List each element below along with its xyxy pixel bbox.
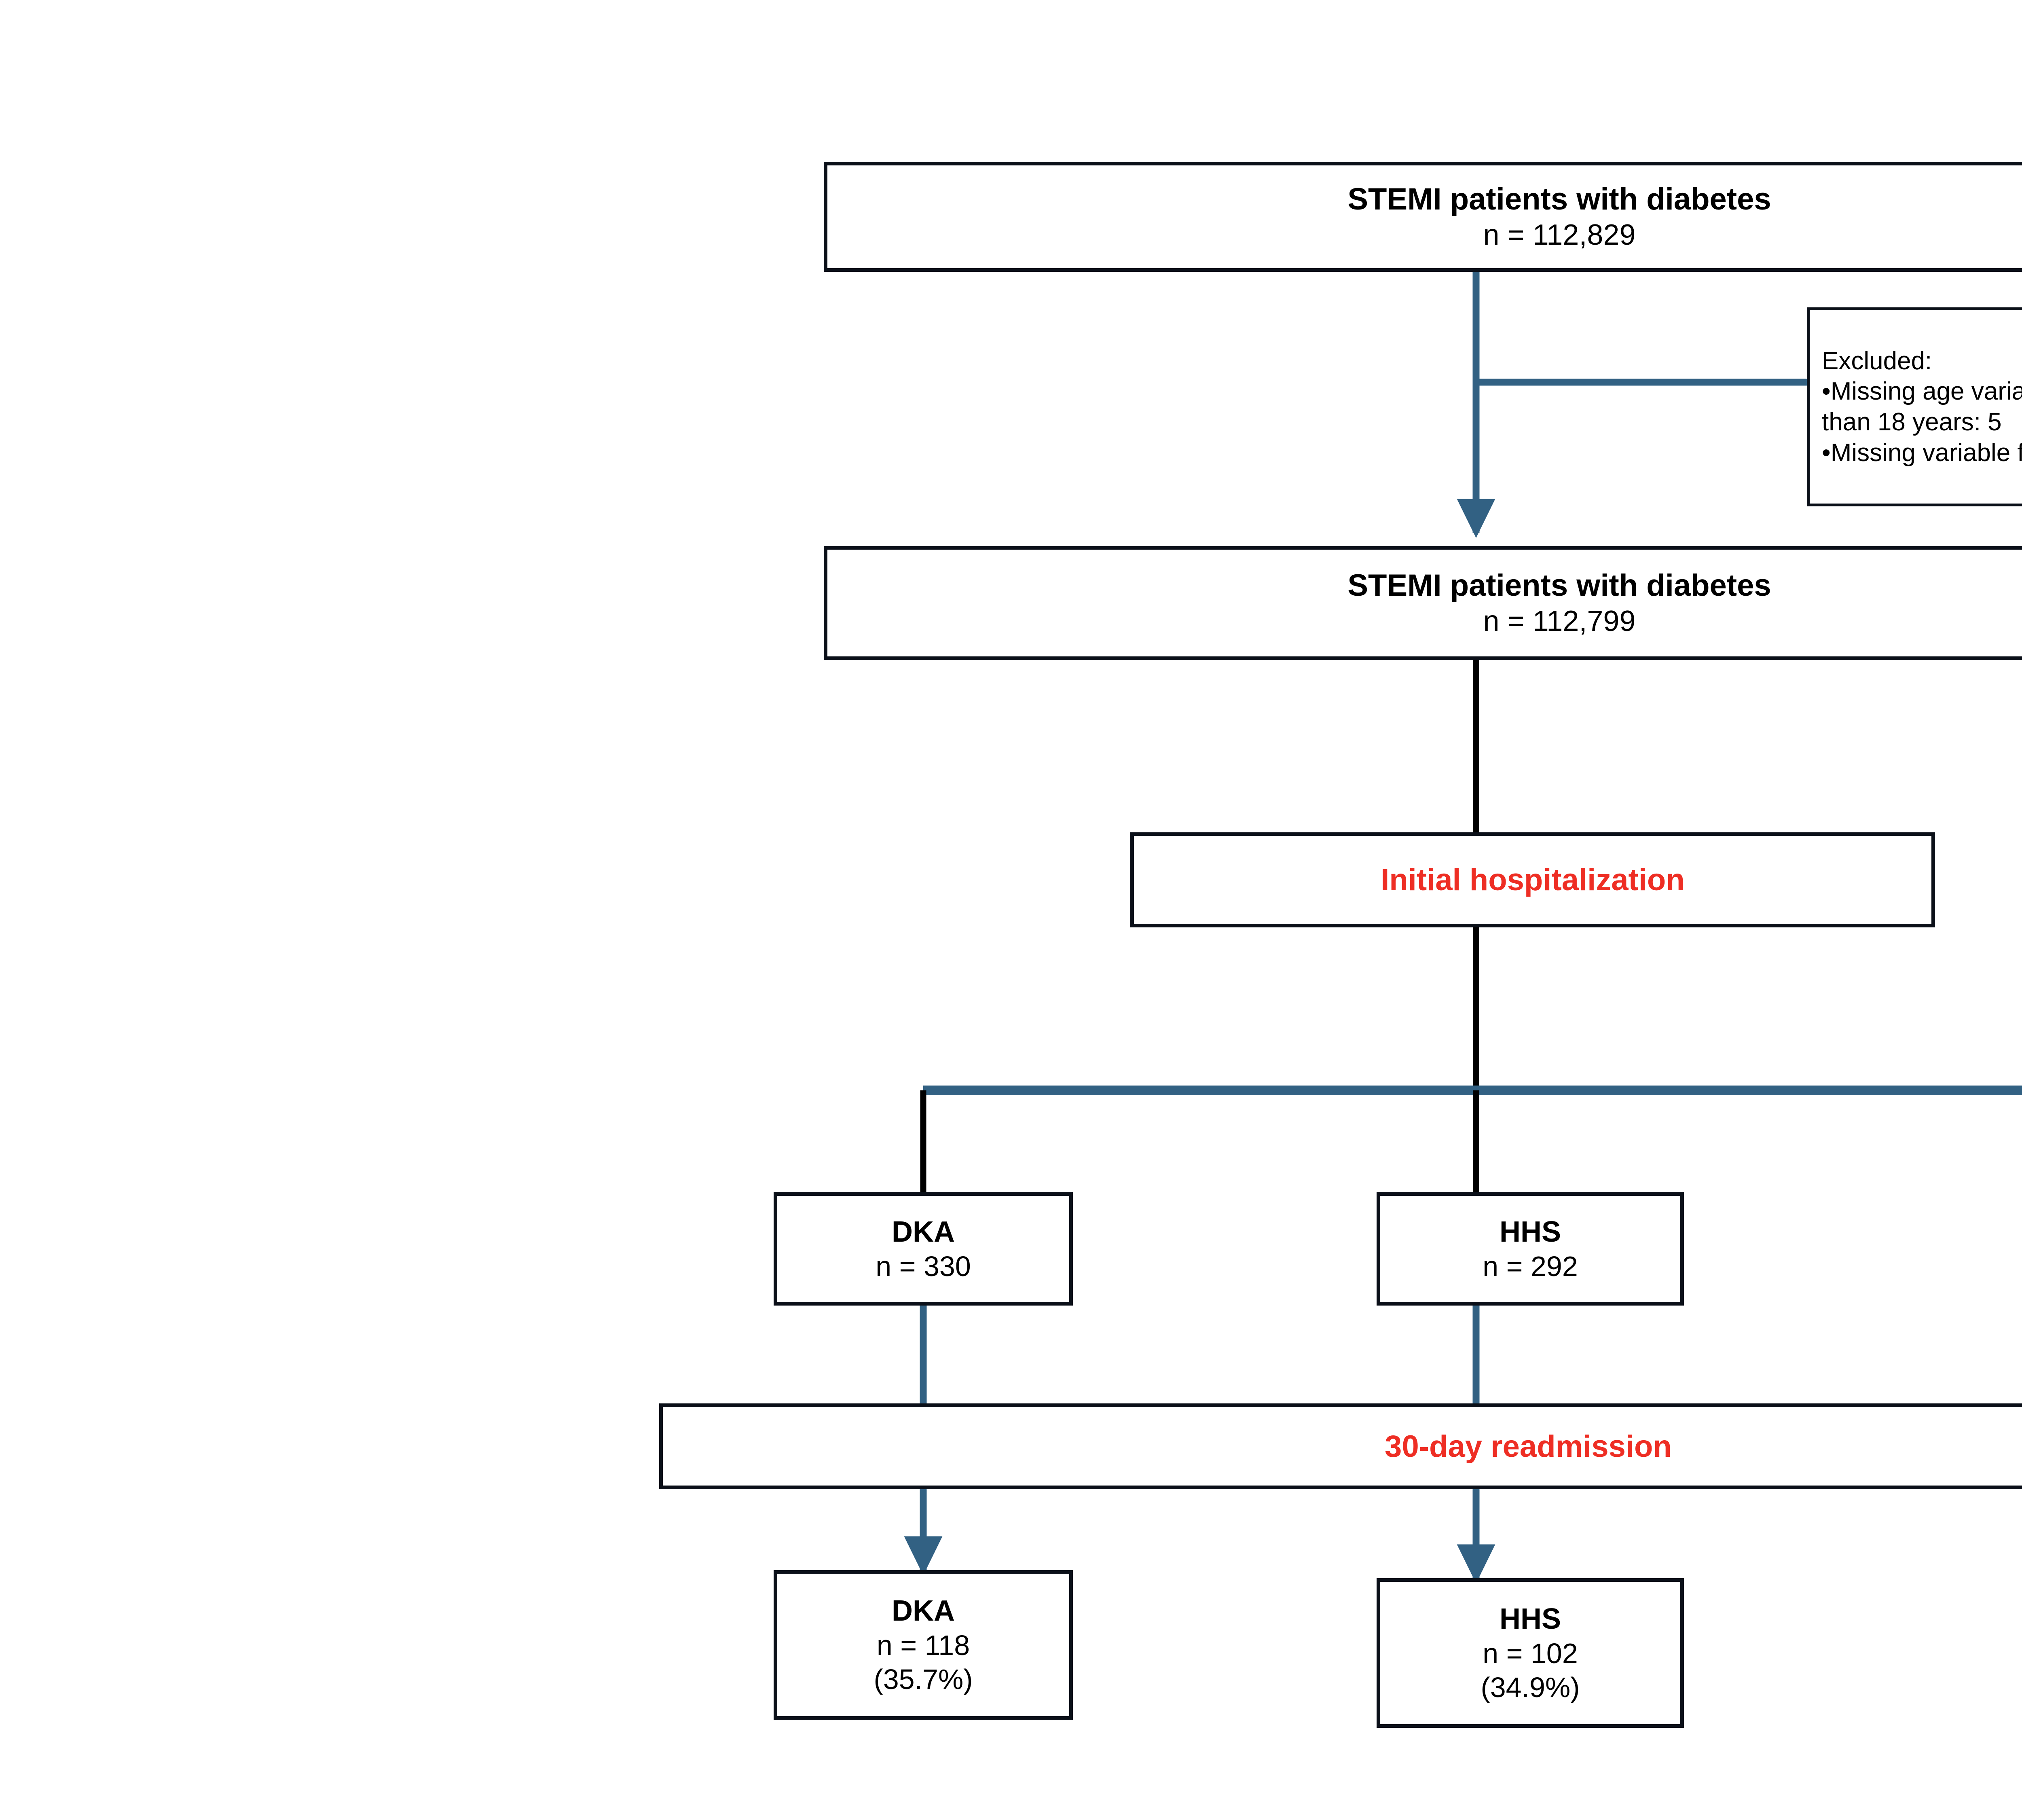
excluded-item-age-1: •Missing age variable or less [1822,377,2022,406]
node-readmit-hhs-count: n = 102 [1483,1638,1578,1670]
node-readmit-hhs[interactable]: HHS n = 102 (34.9%) [1377,1578,1684,1728]
node-readmit-dka-count: n = 118 [876,1630,970,1661]
excluded-item-age-2: than 18 years: 5 [1822,408,2002,436]
excluded-heading: Excluded: [1822,347,1932,375]
node-readmit-hhs-title: HHS [1499,1602,1561,1635]
phase-30-day-readmission-label: 30-day readmission [1385,1429,1672,1464]
phase-initial-hospitalization-label: Initial hospitalization [1381,863,1685,897]
node-readmit-dka-title: DKA [892,1594,955,1627]
node-cohort-final[interactable]: STEMI patients with diabetes n = 112,799 [824,546,2022,660]
node-cohort-initial[interactable]: STEMI patients with diabetes n = 112,829 [824,162,2022,272]
node-readmit-hhs-percent: (34.9%) [1481,1672,1580,1704]
node-index-hhs-count: n = 292 [1483,1251,1578,1282]
phase-30-day-readmission[interactable]: 30-day readmission [659,1403,2022,1489]
node-cohort-final-title: STEMI patients with diabetes [1347,568,1771,603]
node-cohort-final-count: n = 112,799 [1483,605,1636,638]
node-excluded[interactable]: Excluded: •Missing age variable or less … [1807,307,2022,506]
node-index-dka-title: DKA [892,1215,955,1248]
node-cohort-initial-title: STEMI patients with diabetes [1347,182,1771,217]
node-index-hhs[interactable]: HHS n = 292 [1377,1192,1684,1306]
node-index-dka[interactable]: DKA n = 330 [774,1192,1073,1306]
node-index-dka-count: n = 330 [876,1251,971,1282]
node-readmit-dka[interactable]: DKA n = 118 (35.7%) [774,1570,1073,1720]
excluded-item-death: •Missing variable for death: 25 [1822,438,2022,467]
node-readmit-dka-percent: (35.7%) [874,1663,973,1695]
node-cohort-initial-count: n = 112,829 [1483,219,1636,252]
node-index-hhs-title: HHS [1499,1215,1561,1248]
phase-initial-hospitalization[interactable]: Initial hospitalization [1130,832,1935,927]
